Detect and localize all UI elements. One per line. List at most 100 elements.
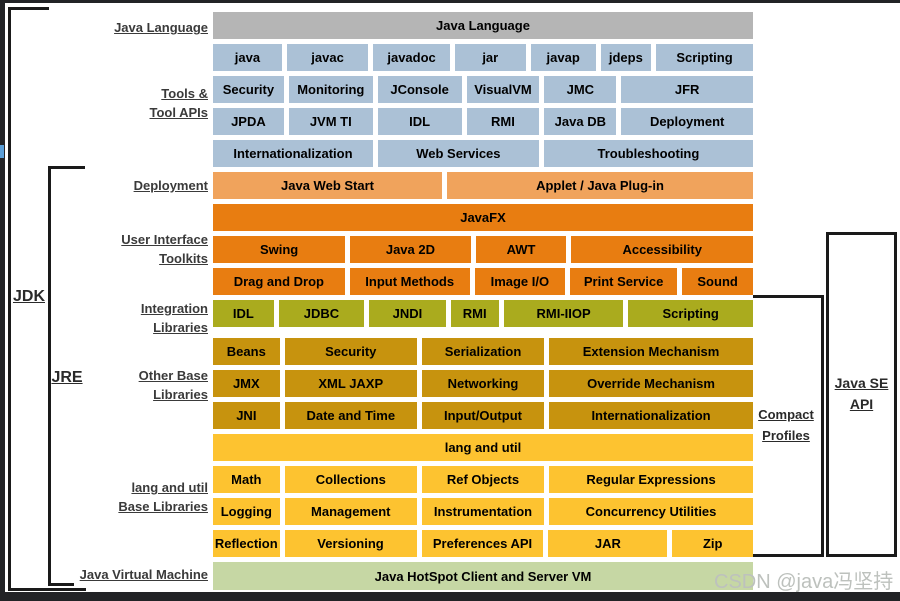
grid-cell[interactable]: JMC bbox=[544, 76, 617, 103]
grid-cell[interactable]: Security bbox=[213, 76, 284, 103]
grid-cell[interactable]: Date and Time bbox=[284, 402, 417, 429]
grid-cell[interactable]: Reflection bbox=[213, 530, 280, 557]
grid-cell[interactable]: Monitoring bbox=[288, 76, 373, 103]
side-label-line: Java Virtual Machine bbox=[79, 567, 208, 582]
grid-cell[interactable]: IDL bbox=[377, 108, 462, 135]
grid-cell[interactable]: Zip bbox=[672, 530, 754, 557]
grid-cell[interactable]: VisualVM bbox=[466, 76, 540, 103]
frame-border-bottom bbox=[0, 592, 900, 601]
grid-cell[interactable]: Drag and Drop bbox=[213, 268, 345, 295]
grid-cell[interactable]: Scripting bbox=[656, 44, 753, 71]
grid-cell[interactable]: Deployment bbox=[621, 108, 754, 135]
grid-cell[interactable]: lang and util bbox=[213, 434, 753, 461]
java-se-api-line2: API bbox=[849, 396, 874, 412]
grid-cell[interactable]: JPDA bbox=[213, 108, 284, 135]
grid-cell[interactable]: Management bbox=[284, 498, 417, 525]
grid-cell[interactable]: Versioning bbox=[284, 530, 417, 557]
grid-cell[interactable]: JMX bbox=[213, 370, 280, 397]
grid-cell[interactable]: Image I/O bbox=[474, 268, 566, 295]
grid-cell[interactable]: Java Web Start bbox=[213, 172, 442, 199]
grid-cell[interactable]: Java Language bbox=[213, 12, 753, 39]
grid-cell[interactable]: Serialization bbox=[421, 338, 545, 365]
compact-profiles-line1: Compact bbox=[758, 407, 814, 422]
grid-cell[interactable]: JNI bbox=[213, 402, 280, 429]
jdk-bracket-line bbox=[8, 588, 86, 591]
jre-label[interactable]: JRE bbox=[50, 369, 84, 387]
grid-cell[interactable]: Java HotSpot Client and Server VM bbox=[213, 562, 753, 590]
grid-cell[interactable]: Swing bbox=[213, 236, 346, 263]
grid-cell[interactable]: Collections bbox=[284, 466, 417, 493]
grid-cell[interactable]: Java 2D bbox=[350, 236, 471, 263]
grid-cell[interactable]: JDBC bbox=[278, 300, 365, 327]
side-label-line: User Interface bbox=[121, 232, 208, 247]
grid-cell[interactable]: Troubleshooting bbox=[543, 140, 753, 167]
grid-cell[interactable]: JFR bbox=[621, 76, 754, 103]
grid-cell[interactable]: Input/Output bbox=[421, 402, 545, 429]
grid-cell[interactable]: Web Services bbox=[377, 140, 539, 167]
java-se-api-box bbox=[826, 232, 897, 557]
java-se-api-label[interactable]: Java SE API bbox=[826, 373, 897, 415]
grid-cell[interactable]: Instrumentation bbox=[421, 498, 545, 525]
jdk-label[interactable]: JDK bbox=[10, 288, 48, 306]
grid-cell[interactable]: JConsole bbox=[377, 76, 462, 103]
side-label-line: Libraries bbox=[153, 320, 208, 335]
grid-cell[interactable]: javac bbox=[286, 44, 369, 71]
grid-cell[interactable]: RMI bbox=[450, 300, 499, 327]
grid-cell[interactable]: Preferences API bbox=[421, 530, 544, 557]
grid-cell[interactable]: Applet / Java Plug-in bbox=[447, 172, 753, 199]
side-label-line: Java Language bbox=[114, 20, 208, 35]
side-label-java-language[interactable]: Java Language bbox=[40, 18, 208, 37]
grid-cell[interactable]: XML JAXP bbox=[284, 370, 417, 397]
side-label-java-virtual-machine[interactable]: Java Virtual Machine bbox=[40, 565, 208, 584]
grid-cell[interactable]: Ref Objects bbox=[421, 466, 545, 493]
grid-cell[interactable]: JavaFX bbox=[213, 204, 753, 231]
grid-cell[interactable]: Extension Mechanism bbox=[549, 338, 753, 365]
grid-cell[interactable]: Beans bbox=[213, 338, 280, 365]
grid-cell[interactable]: Sound bbox=[682, 268, 753, 295]
grid-cell[interactable]: Networking bbox=[421, 370, 545, 397]
grid-cell[interactable]: JNDI bbox=[369, 300, 446, 327]
grid-cell[interactable]: RMI-IIOP bbox=[503, 300, 624, 327]
grid-cell[interactable]: AWT bbox=[475, 236, 567, 263]
grid-cell[interactable]: Print Service bbox=[570, 268, 678, 295]
grid-cell[interactable]: Security bbox=[284, 338, 417, 365]
jre-bracket-line bbox=[48, 583, 74, 586]
compact-profiles-bracket-line bbox=[753, 554, 824, 557]
grid-cell[interactable]: Regular Expressions bbox=[549, 466, 753, 493]
grid-cell[interactable]: RMI bbox=[466, 108, 540, 135]
grid-cell[interactable]: Math bbox=[213, 466, 280, 493]
grid-cell[interactable]: Internationalization bbox=[549, 402, 753, 429]
grid-cell[interactable]: Internationalization bbox=[213, 140, 373, 167]
jre-label-text: JRE bbox=[51, 369, 83, 386]
grid-cell[interactable]: jar bbox=[454, 44, 526, 71]
grid-cell[interactable]: Scripting bbox=[628, 300, 753, 327]
side-label-line: Tools & bbox=[161, 86, 208, 101]
grid-cell[interactable]: Input Methods bbox=[349, 268, 470, 295]
grid-cell[interactable]: jdeps bbox=[600, 44, 652, 71]
grid-cell[interactable]: Concurrency Utilities bbox=[549, 498, 753, 525]
grid-cell[interactable]: javap bbox=[530, 44, 596, 71]
compact-profiles-label[interactable]: Compact Profiles bbox=[747, 404, 825, 446]
grid-cell[interactable]: java bbox=[213, 44, 282, 71]
grid-cell[interactable]: JVM TI bbox=[288, 108, 373, 135]
side-label-line: Other Base bbox=[138, 368, 208, 383]
grid-cell[interactable]: Java DB bbox=[544, 108, 617, 135]
grid-cell[interactable]: javadoc bbox=[373, 44, 450, 71]
side-label-line: lang and util bbox=[131, 480, 208, 495]
grid-cell[interactable]: Logging bbox=[213, 498, 280, 525]
grid-cell[interactable]: JAR bbox=[548, 530, 668, 557]
grid-cell[interactable]: Override Mechanism bbox=[549, 370, 753, 397]
side-label-tools-tool-apis[interactable]: Tools &Tool APIs bbox=[40, 84, 209, 122]
side-label-deployment[interactable]: Deployment bbox=[40, 176, 208, 195]
frame-border-left bbox=[0, 3, 5, 592]
grid-cell[interactable]: IDL bbox=[213, 300, 274, 327]
grid-cell[interactable]: Accessibility bbox=[571, 236, 753, 263]
